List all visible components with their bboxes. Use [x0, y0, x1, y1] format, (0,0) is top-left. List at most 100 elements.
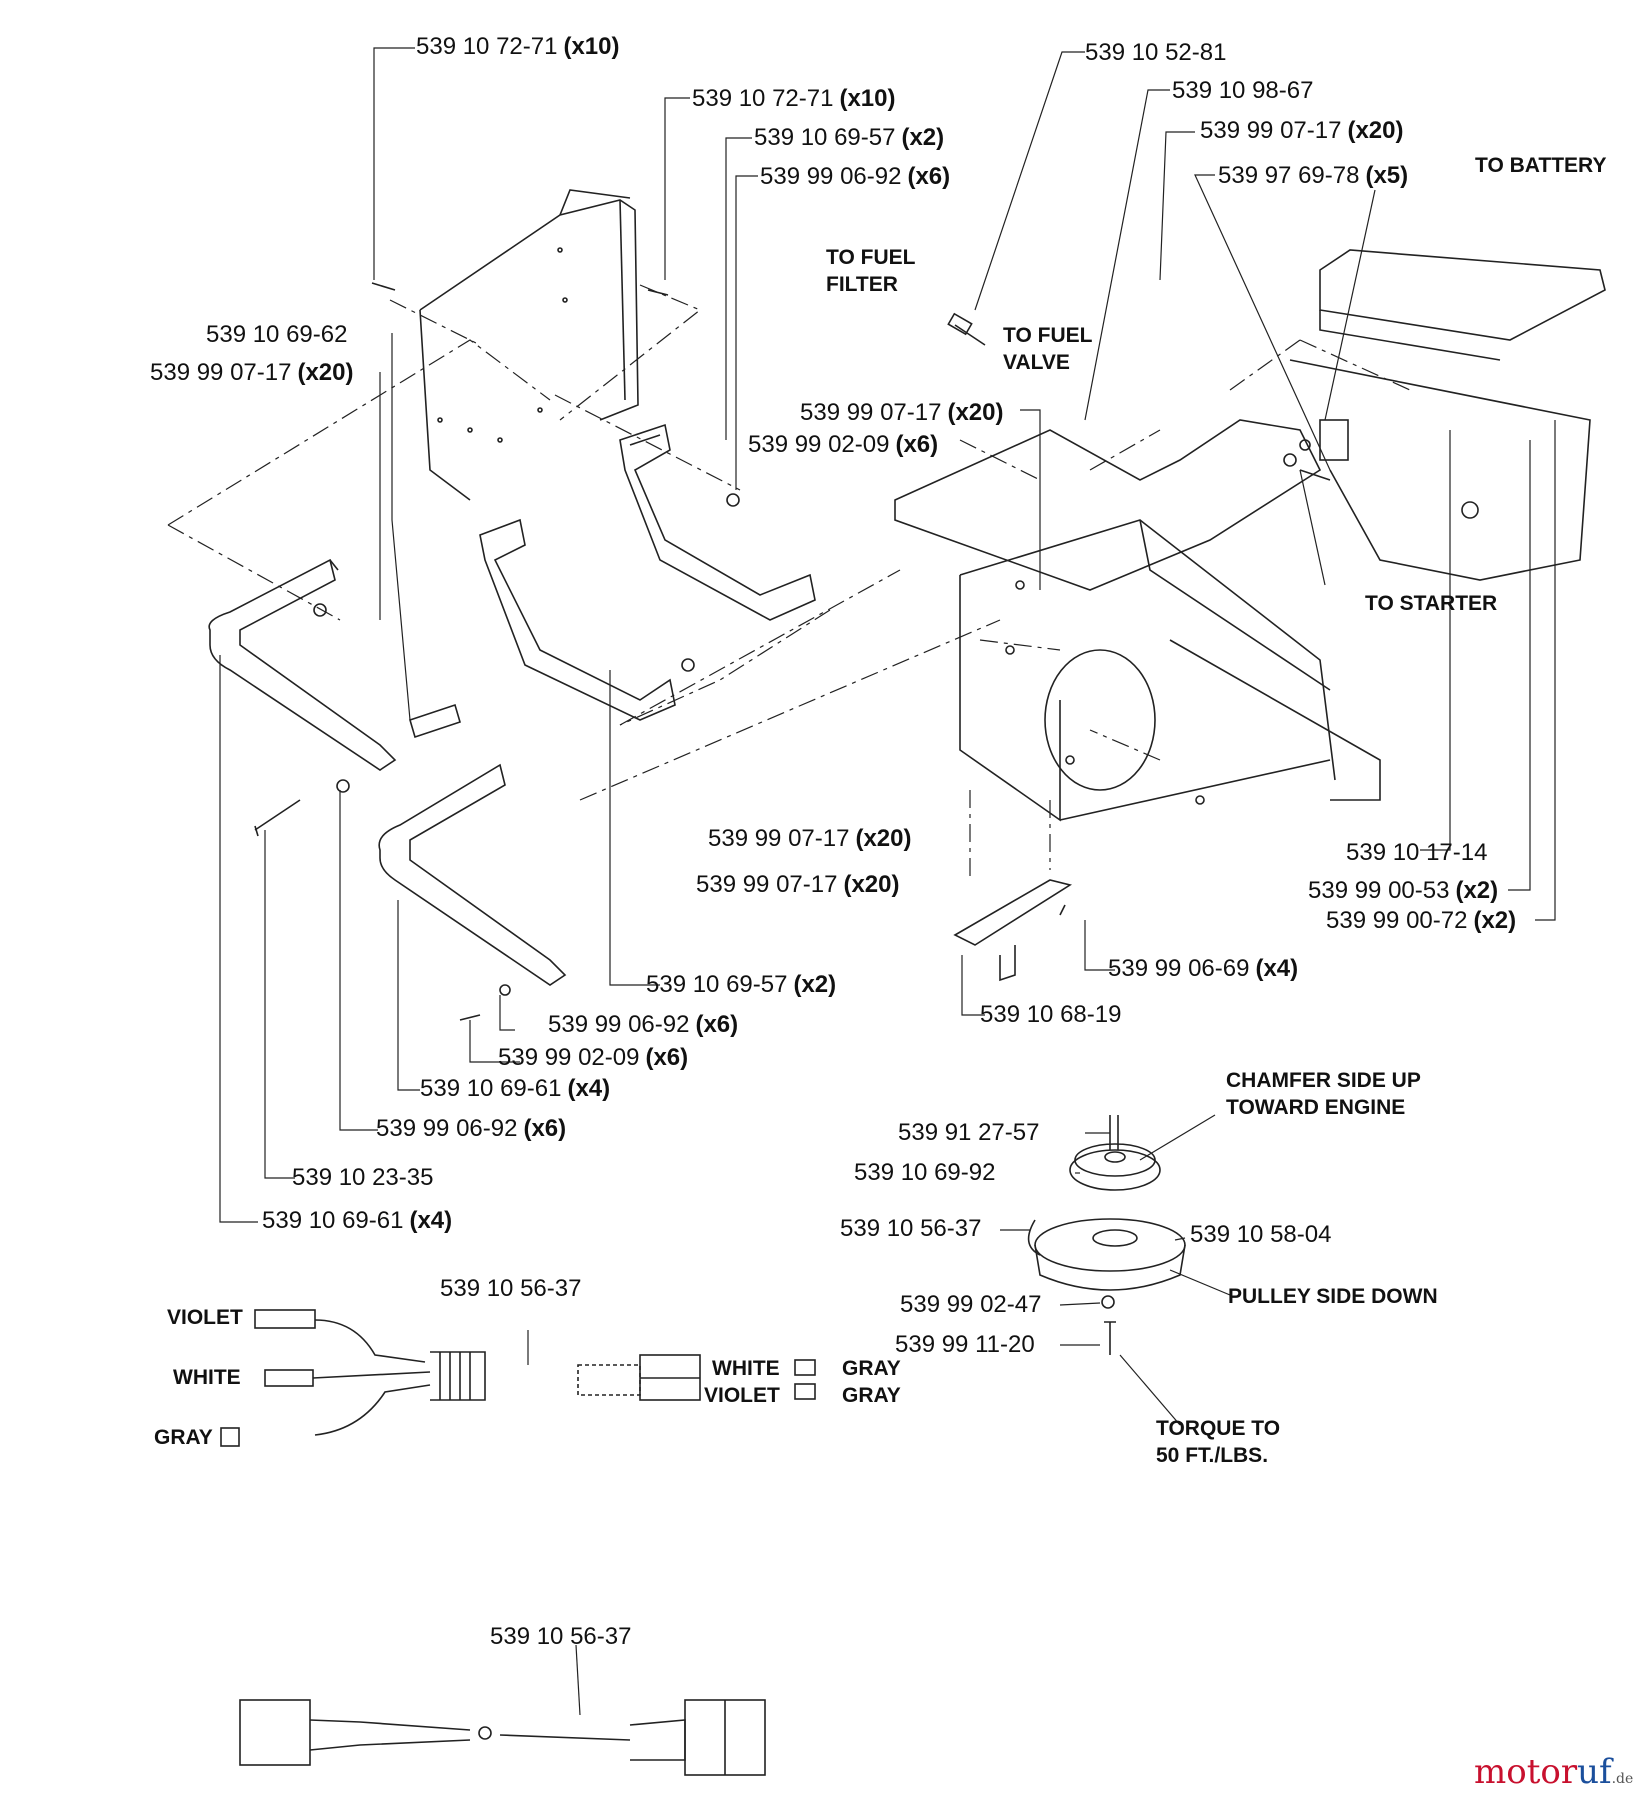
part-label: 539 10 69-61(x4) — [262, 1208, 452, 1234]
note-torque-line2: 50 FT./LBS. — [1156, 1444, 1269, 1467]
center-bracket-lower — [479, 518, 676, 721]
part-label: 539 10 98-67 — [1172, 78, 1319, 104]
part-number: 539 99 02-09 — [498, 1044, 640, 1071]
part-label: 539 10 56-37 — [440, 1276, 587, 1302]
part-qty: (x20) — [297, 359, 354, 386]
part-qty: (x4) — [567, 1075, 611, 1102]
part-number: 539 91 27-57 — [898, 1119, 1040, 1146]
u-bar-lower — [378, 763, 567, 986]
u-bar-upper — [208, 558, 397, 771]
part-label: 539 10 72-71(x10) — [692, 86, 896, 112]
wire-label-gray-right-2: GRAY — [842, 1384, 901, 1407]
electric-clutch — [1027, 1218, 1186, 1355]
wire-label-gray-right-1: GRAY — [842, 1357, 901, 1380]
brand-part1: motor — [1474, 1752, 1578, 1792]
part-label: 539 10 23-35 — [292, 1165, 439, 1191]
part-number: 539 10 68-19 — [980, 1001, 1122, 1028]
part-number: 539 99 00-53 — [1308, 877, 1450, 904]
note-torque-line1: TORQUE TO — [1156, 1417, 1281, 1440]
part-qty: (x10) — [839, 85, 896, 112]
part-qty: (x6) — [645, 1044, 689, 1071]
starter-solenoid — [1283, 419, 1349, 481]
part-number: 539 10 98-67 — [1172, 77, 1314, 104]
part-qty: (x20) — [947, 399, 1004, 426]
part-number: 539 99 06-92 — [376, 1115, 518, 1142]
part-qty: (x6) — [523, 1115, 567, 1142]
note-to-starter: TO STARTER — [1365, 592, 1498, 615]
part-number: 539 10 72-71 — [416, 33, 558, 60]
part-number: 539 99 00-72 — [1326, 907, 1468, 934]
part-label: 539 99 00-53(x2) — [1308, 878, 1498, 904]
part-number: 539 10 56-37 — [840, 1215, 982, 1242]
note-to-fuel-filter-line2: FILTER — [826, 273, 898, 296]
part-label: 539 10 52-81 — [1085, 40, 1232, 66]
part-label: 539 10 69-57(x2) — [646, 972, 836, 998]
part-number: 539 99 06-69 — [1108, 955, 1250, 982]
part-number: 539 99 02-09 — [748, 431, 890, 458]
part-qty: (x20) — [843, 871, 900, 898]
part-number: 539 10 23-35 — [292, 1164, 434, 1191]
part-number: 539 10 52-81 — [1085, 39, 1227, 66]
part-label: 539 99 07-17(x20) — [708, 826, 912, 852]
part-label: 539 10 56-37 — [490, 1624, 637, 1650]
part-number: 539 10 69-57 — [646, 971, 788, 998]
frame-weldment — [894, 249, 1606, 822]
part-label: 539 99 00-72(x2) — [1326, 908, 1516, 934]
part-number: 539 10 69-62 — [206, 321, 348, 348]
part-number: 539 10 69-61 — [420, 1075, 562, 1102]
part-label: 539 10 69-92 — [854, 1160, 1001, 1186]
part-qty: (x20) — [855, 825, 912, 852]
part-label: 539 99 06-69(x4) — [1108, 956, 1298, 982]
part-number: 539 99 07-17 — [708, 825, 850, 852]
part-qty: (x4) — [409, 1207, 453, 1234]
part-number: 539 10 56-37 — [440, 1275, 582, 1302]
part-qty: (x2) — [1455, 877, 1499, 904]
wire-label-gray: GRAY — [154, 1426, 213, 1449]
part-label: 539 99 07-17(x20) — [696, 872, 900, 898]
part-label: 539 10 69-57(x2) — [754, 125, 944, 151]
part-qty: (x6) — [895, 431, 939, 458]
note-chamfer-line1: CHAMFER SIDE UP — [1226, 1069, 1421, 1092]
part-label: 539 99 02-09(x6) — [498, 1045, 688, 1071]
part-label: 539 99 11-20 — [895, 1332, 1041, 1358]
note-to-fuel-valve-line2: VALVE — [1003, 351, 1070, 374]
brand-part2: uf — [1577, 1752, 1612, 1792]
part-number: 539 10 72-71 — [692, 85, 834, 112]
part-label: 539 10 17-14 — [1346, 840, 1493, 866]
part-number: 539 10 69-61 — [262, 1207, 404, 1234]
part-qty: (x6) — [695, 1011, 739, 1038]
part-number: 539 99 07-17 — [150, 359, 292, 386]
part-qty: (x2) — [1473, 907, 1517, 934]
wire-harness-top — [220, 1309, 816, 1447]
part-label: 539 99 02-09(x6) — [748, 432, 938, 458]
wire-label-white-right: WHITE — [712, 1357, 780, 1380]
leader-lines — [219, 47, 1556, 1716]
part-number: 539 10 17-14 — [1346, 839, 1488, 866]
part-label: 539 10 69-61(x4) — [420, 1076, 610, 1102]
wire-harness-bottom — [239, 1699, 766, 1776]
part-number: 539 10 56-37 — [490, 1623, 632, 1650]
part-label: 539 99 07-17(x20) — [1200, 118, 1404, 144]
left-bolts — [254, 282, 740, 1021]
part-label: 539 99 06-92(x6) — [760, 164, 950, 190]
part-label: 539 99 02-47 — [900, 1292, 1047, 1318]
note-chamfer-line2: TOWARD ENGINE — [1226, 1096, 1406, 1119]
alignment-lines — [167, 284, 1411, 880]
part-number: 539 10 58-04 — [1190, 1221, 1332, 1248]
part-number: 539 10 69-57 — [754, 124, 896, 151]
part-qty: (x5) — [1365, 162, 1409, 189]
part-label: 539 10 68-19 — [980, 1002, 1127, 1028]
wire-label-violet: VIOLET — [167, 1306, 243, 1329]
part-label: 539 10 72-71(x10) — [416, 34, 620, 60]
brand-tld: .de — [1611, 1771, 1634, 1787]
pulley — [1069, 1115, 1161, 1191]
engine-mount-bracket — [953, 879, 1073, 982]
part-number: 539 99 02-47 — [900, 1291, 1042, 1318]
wire-label-white: WHITE — [173, 1366, 241, 1389]
center-bracket-upper — [619, 423, 816, 621]
wire-label-violet-right: VIOLET — [704, 1384, 780, 1407]
note-to-battery: TO BATTERY — [1475, 154, 1607, 177]
part-label: 539 10 58-04 — [1190, 1222, 1337, 1248]
part-label: 539 10 56-37 — [840, 1216, 987, 1242]
